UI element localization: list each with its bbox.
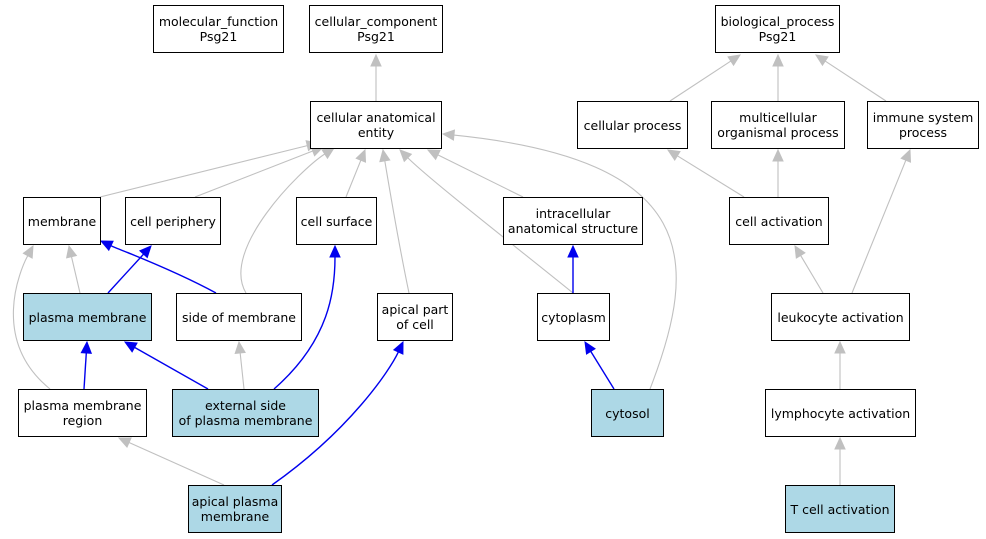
arrowhead-lyact-to-lact — [834, 340, 846, 354]
arrowhead-som-to-cae — [321, 147, 336, 160]
node-periphery[interactable]: cell periphery — [125, 197, 221, 245]
edge-pm-to-membrane — [70, 256, 81, 294]
arrowhead-cact-to-cp — [666, 149, 681, 161]
arrowhead-espm-to-surface — [329, 244, 341, 258]
edge-membrane-to-cae — [99, 145, 308, 198]
arrowhead-ias-to-cae — [426, 149, 441, 161]
node-mop[interactable]: multicellular organismal process — [711, 101, 845, 149]
arrowhead-cyto-to-cae — [399, 149, 413, 163]
node-cact[interactable]: cell activation — [729, 197, 829, 245]
node-lact[interactable]: leukocyte activation — [771, 293, 910, 341]
node-cyto[interactable]: cytoplasm — [537, 293, 610, 341]
arrowhead-pmr-to-membrane — [22, 244, 34, 259]
node-mf[interactable]: molecular_function Psg21 — [153, 5, 284, 53]
edge-lact-to-cact — [800, 255, 824, 294]
edge-isp-to-bp — [824, 60, 887, 102]
edge-espm-to-pm — [134, 346, 209, 390]
edge-cytosol-to-cae — [453, 134, 677, 390]
edge-apc-to-cae — [384, 160, 410, 294]
arrowhead-lact-to-cact — [794, 244, 806, 259]
node-cc[interactable]: cellular_component Psg21 — [309, 5, 443, 53]
edge-apm-to-pmr — [128, 441, 225, 486]
edge-som-to-cae — [240, 153, 326, 294]
node-apc[interactable]: apical part of cell — [377, 293, 453, 341]
node-cae[interactable]: cellular anatomical entity — [310, 101, 442, 149]
arrowhead-surface-to-cae — [355, 148, 367, 163]
arrowhead-cp-to-bp — [727, 54, 742, 67]
node-bp[interactable]: biological_process Psg21 — [715, 5, 840, 53]
node-pmr[interactable]: plasma membrane region — [18, 389, 147, 437]
node-membrane[interactable]: membrane — [23, 197, 101, 245]
edge-ias-to-cae — [437, 154, 524, 198]
arrowhead-apc-to-cae — [379, 148, 391, 163]
edge-surface-to-cae — [345, 159, 362, 198]
arrowhead-tact-to-lyact — [834, 436, 846, 450]
edge-periphery-to-cae — [194, 150, 313, 198]
node-tact[interactable]: T cell activation — [785, 485, 895, 533]
node-espm[interactable]: external side of plasma membrane — [172, 389, 319, 437]
arrowhead-som-to-membrane — [99, 240, 114, 252]
node-surface[interactable]: cell surface — [296, 197, 377, 245]
edge-cytosol-to-cyto — [590, 350, 615, 390]
node-apm[interactable]: apical plasma membrane — [188, 485, 282, 533]
edge-pmr-to-membrane — [12, 255, 51, 390]
arrowhead-mop-to-bp — [772, 53, 784, 67]
arrowhead-cyto-to-ias — [567, 244, 579, 258]
arrowhead-cytosol-to-cyto — [584, 340, 596, 355]
edge-lact-to-isp — [851, 159, 907, 294]
edge-espm-to-som — [239, 352, 245, 390]
edge-apm-to-apc — [271, 351, 400, 486]
node-cp[interactable]: cellular process — [577, 101, 688, 149]
arrowhead-lact-to-isp — [900, 148, 912, 163]
node-ias[interactable]: intracellular anatomical structure — [503, 197, 643, 245]
edge-som-to-membrane — [110, 245, 217, 294]
node-cytosol[interactable]: cytosol — [591, 389, 664, 437]
arrowhead-cact-to-mop — [772, 148, 784, 162]
edge-pm-to-periphery — [107, 253, 145, 294]
arrowhead-cae-to-cc — [370, 53, 382, 67]
arrowhead-pm-to-periphery — [138, 245, 152, 259]
edge-cyto-to-cae — [407, 157, 574, 294]
node-pm[interactable]: plasma membrane — [23, 293, 152, 341]
arrowhead-espm-to-pm — [123, 341, 138, 353]
arrowhead-cytosol-to-cae — [441, 129, 456, 141]
edge-cp-to-bp — [669, 60, 732, 102]
edge-cact-to-cp — [677, 155, 745, 198]
arrowhead-pmr-to-pm — [80, 340, 93, 354]
arrowhead-pm-to-membrane — [65, 244, 78, 259]
node-lyact[interactable]: lymphocyte activation — [765, 389, 916, 437]
arrowhead-isp-to-bp — [814, 54, 829, 67]
node-som[interactable]: side of membrane — [176, 293, 302, 341]
arrowhead-espm-to-som — [234, 340, 246, 355]
edge-pmr-to-pm — [83, 352, 87, 390]
node-isp[interactable]: immune system process — [867, 101, 979, 149]
arrowhead-apm-to-pmr — [117, 437, 132, 448]
arrowhead-apm-to-apc — [392, 340, 404, 355]
edge-espm-to-surface — [273, 256, 336, 390]
